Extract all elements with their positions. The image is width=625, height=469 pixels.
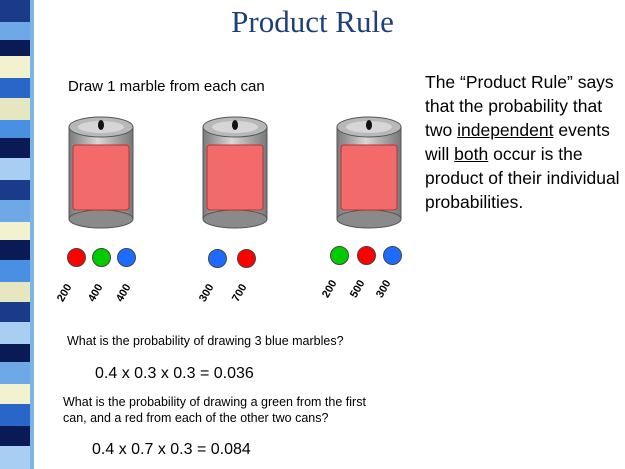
marble-blue <box>208 249 227 268</box>
question-2-line-2: can, and a red from each of the other tw… <box>63 411 329 425</box>
can-2 <box>202 116 268 229</box>
count-label: 200 <box>320 278 340 300</box>
count-label: 500 <box>348 278 368 300</box>
instruction-text: Draw 1 marble from each can <box>68 78 265 95</box>
independent-word: independent <box>457 120 554 140</box>
answer-2: 0.4 x 0.7 x 0.3 = 0.084 <box>92 441 251 458</box>
slide-title: Product Rule <box>231 4 394 39</box>
marble-red <box>237 249 256 268</box>
can-1 <box>68 116 134 229</box>
count-label: 300 <box>197 282 217 304</box>
question-2-line-1: What is the probability of drawing a gre… <box>63 395 366 409</box>
can-3 <box>336 116 402 229</box>
marble-red <box>357 246 376 265</box>
marble-red <box>67 248 86 267</box>
question-1: What is the probability of drawing 3 blu… <box>67 334 344 348</box>
count-label: 400 <box>114 282 134 304</box>
marble-green <box>330 246 349 265</box>
count-label: 300 <box>374 278 394 300</box>
marble-green <box>92 248 111 267</box>
answer-1: 0.4 x 0.3 x 0.3 = 0.036 <box>95 365 254 382</box>
count-label: 200 <box>55 282 75 304</box>
count-label: 400 <box>86 282 106 304</box>
marble-blue <box>383 246 402 265</box>
marble-blue <box>117 248 136 267</box>
decorative-stripe <box>0 0 40 469</box>
count-label: 700 <box>230 282 250 304</box>
both-word: both <box>454 144 489 164</box>
product-rule-text: The “Product Rule” says that the probabi… <box>425 72 620 212</box>
